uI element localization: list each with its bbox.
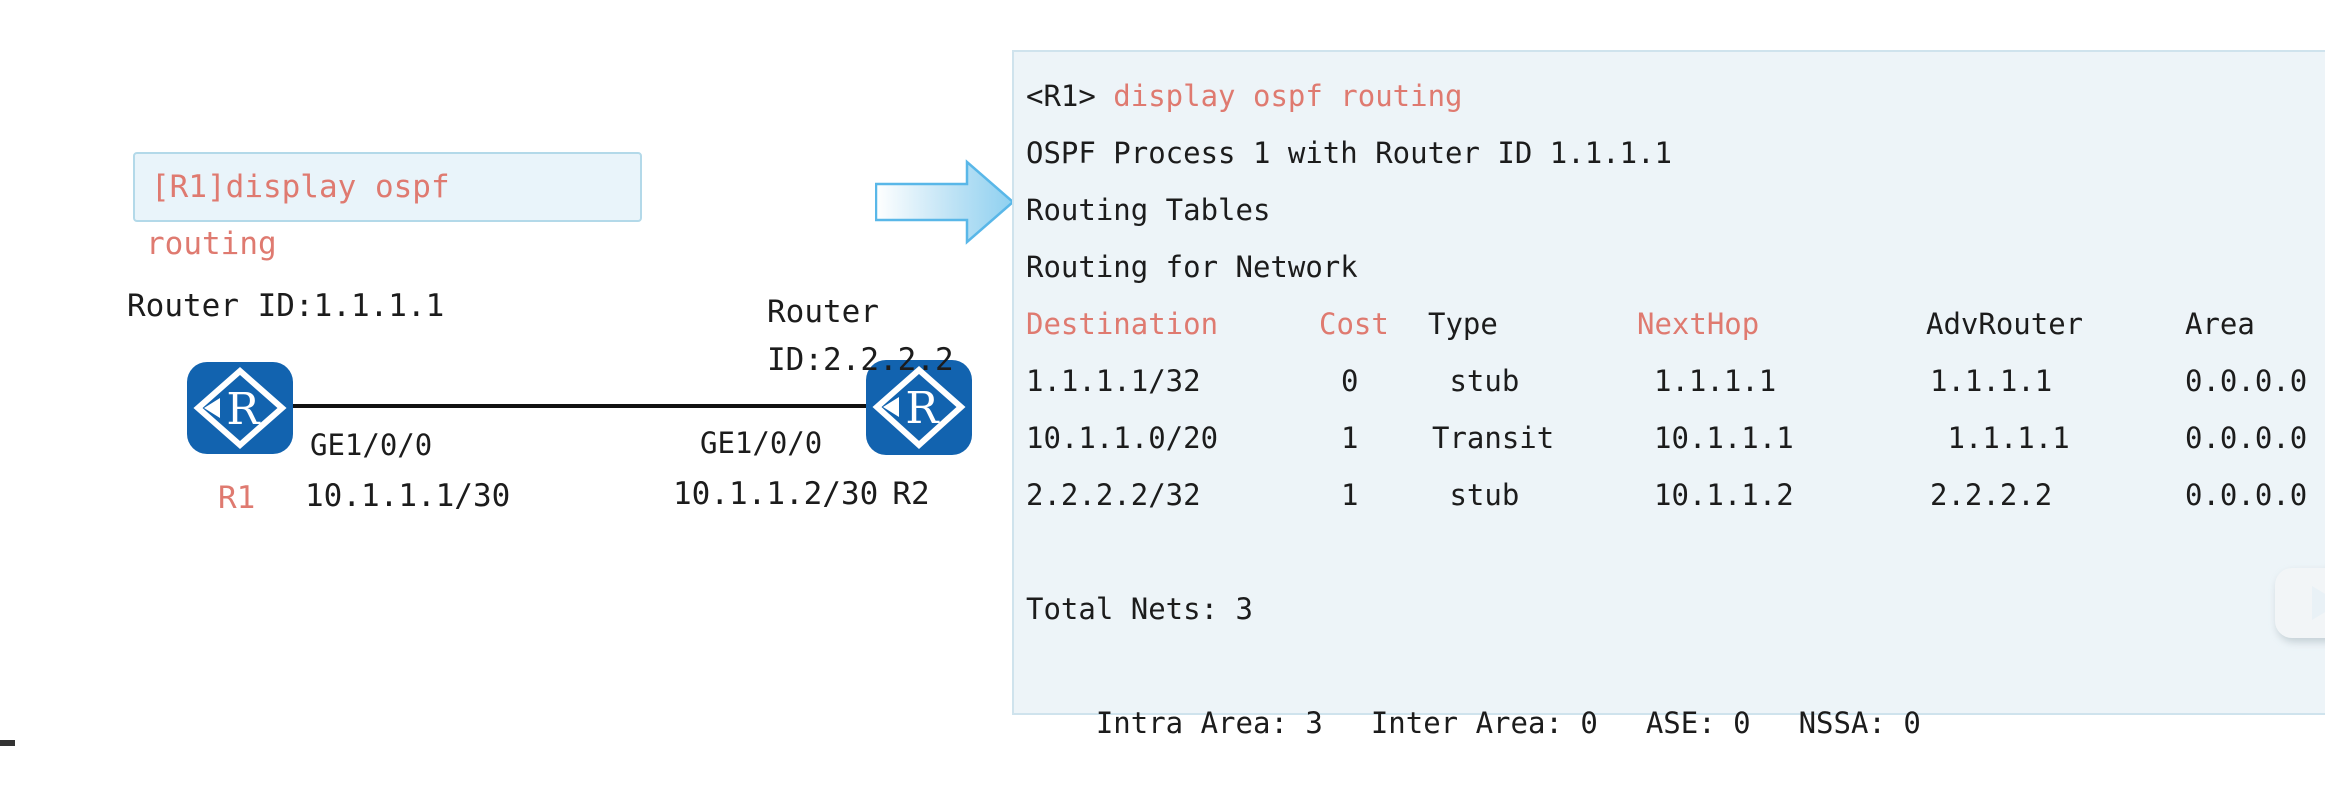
- nssa-count: NSSA: 0: [1798, 706, 1921, 740]
- console-prompt-line: <R1> display ospf routing: [1026, 68, 2325, 125]
- console-tables-line: Routing Tables: [1026, 193, 1271, 227]
- cell-destination: 2.2.2.2/32: [1026, 478, 1201, 512]
- cell-destination: 1.1.1.1/32: [1026, 364, 1201, 398]
- console-prompt: <R1>: [1026, 79, 1096, 113]
- header-nexthop: NextHop: [1637, 307, 1760, 341]
- header-type: Type: [1428, 307, 1498, 341]
- console-network-line: Routing for Network: [1026, 250, 1358, 284]
- cell-cost: 1: [1341, 421, 1359, 455]
- command-box-text: [R1]display ospf: [151, 169, 450, 205]
- table-row: 2.2.2.2/32 1 stub 10.1.1.2 2.2.2.2 0.0.0…: [1026, 467, 2325, 524]
- r1-name-label: R1: [218, 480, 256, 516]
- cell-advrouter: 1.1.1.1: [1930, 364, 2053, 398]
- cell-nexthop: 10.1.1.1: [1654, 421, 1794, 455]
- cell-area: 0.0.0.0: [2185, 421, 2308, 455]
- intra-area-count: Intra Area: 3: [1095, 706, 1323, 740]
- router-r1-icon: R: [187, 362, 293, 454]
- command-box: [R1]display ospf: [133, 152, 642, 222]
- cell-advrouter: 1.1.1.1: [1930, 421, 2070, 455]
- r2-interface-label: GE1/0/0: [700, 426, 823, 460]
- cell-advrouter: 2.2.2.2: [1930, 478, 2053, 512]
- cell-type: Transit: [1432, 421, 1555, 455]
- header-cost: Cost: [1319, 307, 1389, 341]
- routing-table: Destination Cost Type NextHop AdvRouter …: [1026, 296, 2325, 524]
- inter-area-count: Inter Area: 0: [1370, 706, 1598, 740]
- ase-count: ASE: 0: [1645, 706, 1751, 740]
- cell-type: stub: [1432, 364, 1520, 398]
- svg-text:R: R: [226, 384, 261, 435]
- cell-area: 0.0.0.0: [2185, 478, 2308, 512]
- r1-ip-label: 10.1.1.1/30: [305, 478, 511, 514]
- console-command: display ospf routing: [1095, 79, 1463, 113]
- routing-table-header: Destination Cost Type NextHop AdvRouter …: [1026, 296, 2325, 353]
- cell-type: stub: [1432, 478, 1520, 512]
- play-icon[interactable]: [2272, 550, 2325, 645]
- arrow-right-icon: [874, 158, 1015, 250]
- table-row: 1.1.1.1/32 0 stub 1.1.1.1 1.1.1.1 0.0.0.…: [1026, 353, 2325, 410]
- cell-nexthop: 10.1.1.2: [1654, 478, 1794, 512]
- r2-router-id-label: Router ID:2.2.2.2: [767, 294, 954, 378]
- cell-nexthop: 1.1.1.1: [1654, 364, 1777, 398]
- r2-ip-group: 10.1.1.2/30 R2: [673, 476, 930, 512]
- cell-cost: 0: [1341, 364, 1359, 398]
- link-line: [292, 404, 868, 408]
- command-overflow-text: routing: [146, 226, 277, 262]
- corner-mark: [0, 740, 15, 746]
- header-advrouter: AdvRouter: [1926, 307, 2084, 341]
- r1-router-id-label: Router ID:1.1.1.1: [127, 288, 445, 324]
- header-destination: Destination: [1026, 307, 1219, 341]
- console-process-line: OSPF Process 1 with Router ID 1.1.1.1: [1026, 136, 1673, 170]
- r2-name-label: R2: [892, 476, 930, 512]
- blank-line: [1026, 524, 2325, 581]
- area-summary-line: Intra Area: 3 Inter Area: 0 ASE: 0 NSSA: 0: [1026, 638, 2325, 809]
- r2-ip-label: 10.1.1.2/30: [673, 476, 879, 512]
- cell-cost: 1: [1341, 478, 1359, 512]
- svg-text:R: R: [905, 383, 940, 434]
- cell-destination: 10.1.1.0/20: [1026, 421, 1219, 455]
- total-nets-line: Total Nets: 3: [1026, 592, 1253, 626]
- cell-area: 0.0.0.0: [2185, 364, 2308, 398]
- r1-interface-label: GE1/0/0: [310, 428, 433, 462]
- router-r2-icon: R: [866, 360, 972, 455]
- header-area: Area: [2185, 307, 2255, 341]
- table-row: 10.1.1.0/20 1 Transit 10.1.1.1 1.1.1.1 0…: [1026, 410, 2325, 467]
- console-output-panel: <R1> display ospf routing OSPF Process 1…: [1012, 50, 2325, 740]
